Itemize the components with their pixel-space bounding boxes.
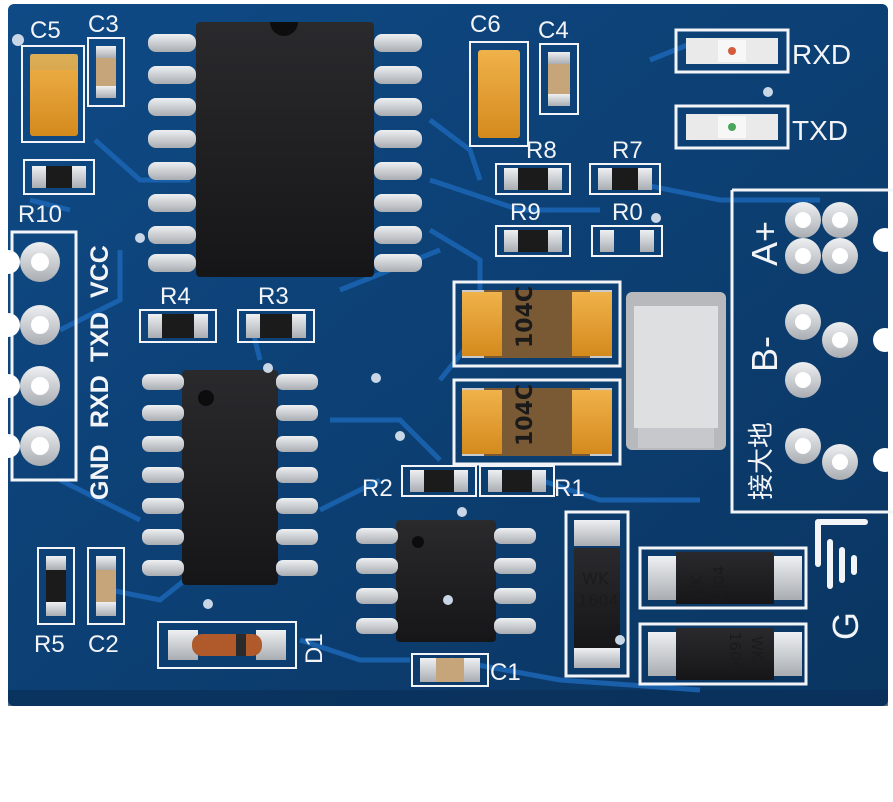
tvs-right-bottom-line1: WK [748, 636, 766, 662]
header-pin [20, 426, 60, 466]
tvs-diode-vertical: WK 1604 [564, 510, 630, 678]
resistor-r9: R9 [495, 199, 571, 257]
cap-mark-top: 104C [513, 286, 538, 348]
capacitor-c2: C2 [87, 547, 125, 658]
header-pins [0, 242, 60, 466]
label-r4: R4 [160, 283, 191, 310]
label-r5: R5 [34, 631, 65, 658]
label-c6: C6 [470, 11, 501, 38]
resistor-r5: R5 [34, 547, 75, 658]
header-pin [20, 366, 60, 406]
capacitor-c5: C5 [21, 17, 85, 143]
label-r8: R8 [526, 137, 557, 164]
label-r9: R9 [510, 199, 541, 226]
ceramic-block [626, 292, 726, 450]
tvs-vertical-line1: WK [582, 569, 609, 588]
label-r1: R1 [554, 475, 585, 502]
label-r7: R7 [612, 137, 643, 164]
label-c2: C2 [88, 631, 119, 658]
label-g: G [825, 612, 866, 640]
label-r10: R10 [18, 201, 62, 228]
resistor-r3: R3 [237, 283, 315, 343]
header-label-txd: TXD [86, 312, 114, 362]
tvs-right-bottom-line2: 1604 [726, 632, 744, 670]
label-c5: C5 [30, 17, 61, 44]
led-txd: TXD [674, 104, 848, 150]
cap-mark-bottom: 104C [513, 384, 538, 446]
label-d1: D1 [301, 633, 328, 664]
label-b-minus: B- [744, 336, 785, 372]
vias [12, 34, 773, 645]
tvs-right-top-line1: WK [688, 574, 706, 600]
label-r2: R2 [362, 475, 393, 502]
resistor-r7: R7 [589, 137, 661, 195]
ic-8pin [356, 520, 536, 642]
tvs-right-top-line2: 1604 [710, 566, 728, 604]
resistor-r2: R2 [362, 465, 477, 502]
capacitor-c3: C3 [87, 11, 125, 107]
resistor-r0: R0 [591, 199, 663, 257]
capacitor-c4: C4 [538, 17, 579, 115]
label-txd-led: TXD [792, 115, 848, 146]
header-pin [20, 305, 60, 345]
ic-14pin-left [142, 370, 318, 585]
ground-symbol [815, 519, 868, 589]
tvs-diode-right-top: WK 1604 [638, 546, 808, 610]
diode-d1: D1 [157, 621, 328, 669]
resistor-r1: R1 [479, 465, 585, 502]
ic-16pin-top [148, 22, 422, 277]
header-label-rxd: RXD [86, 375, 114, 428]
header-silk-frame [10, 230, 78, 482]
header-label-vcc: VCC [86, 245, 114, 298]
capacitor-104c-bottom: 104C [452, 378, 622, 466]
tvs-vertical-line2: 1604 [578, 591, 619, 610]
header-label-gnd: GND [86, 444, 114, 500]
resistor-r8: R8 [495, 137, 571, 195]
label-r0: R0 [612, 199, 643, 226]
terminal-pins [785, 202, 893, 480]
terminal-silk-frame [730, 188, 893, 514]
header-labels: GND RXD TXD VCC [86, 245, 114, 500]
tvs-diode-right-bottom: WK 1604 [638, 622, 808, 686]
label-c1: C1 [490, 659, 521, 686]
label-earth-ground: 接大地 [746, 422, 776, 500]
resistor-r10: R10 [18, 159, 95, 228]
label-r3: R3 [258, 283, 289, 310]
capacitor-104c-top: 104C [452, 280, 622, 368]
label-rxd-led: RXD [792, 39, 851, 70]
label-c4: C4 [538, 17, 569, 44]
led-rxd: RXD [674, 28, 851, 74]
label-a-plus: A+ [744, 221, 785, 266]
capacitor-c6: C6 [469, 11, 529, 147]
capacitor-c1: C1 [411, 653, 521, 687]
header-pin [20, 242, 60, 282]
resistor-r4: R4 [139, 283, 217, 343]
label-c3: C3 [88, 11, 119, 38]
